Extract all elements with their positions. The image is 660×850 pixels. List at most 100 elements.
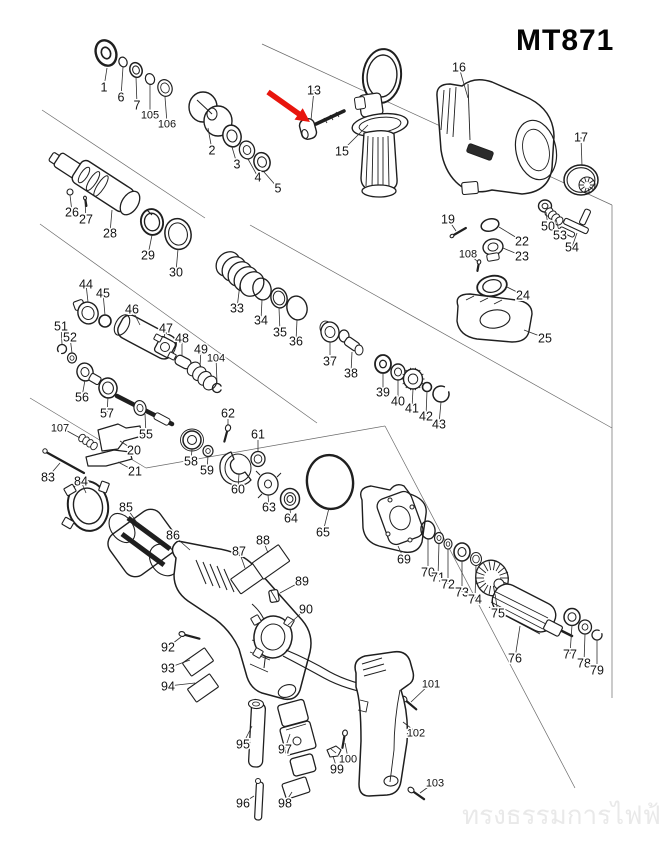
rod [314,109,346,126]
leader-line-34 [260,299,263,321]
part-shape [354,344,364,356]
part-shape [76,362,94,382]
detail-line [465,295,475,301]
part-shape [563,217,589,235]
radial-detail [475,580,485,585]
leader-line-64 [289,508,292,519]
part-shape [279,487,301,511]
leader-line-90 [287,608,307,626]
part-shape [379,359,387,369]
part-label-37: 37 [323,355,337,369]
detail-line [216,565,228,591]
part-label-74: 74 [468,593,482,607]
part-label-51: 51 [54,320,68,334]
leader-line-54 [571,232,578,248]
radial-detail [495,563,501,572]
part-shape [77,166,91,184]
part-shape [543,619,563,637]
detail-line [365,135,369,187]
part-label-46: 46 [125,303,139,317]
part-shape [107,508,179,578]
leader-line-41 [411,388,414,409]
part-shape [292,736,302,746]
leader-line-87 [238,550,246,569]
leader-line-57 [106,396,109,414]
detail-line [223,568,235,593]
part-shape [255,778,261,784]
detail-line [490,601,544,630]
part-label-29: 29 [141,249,155,263]
leader-line-88 [262,539,269,554]
rod [560,629,574,638]
part-shape [389,505,411,531]
part-label-59: 59 [200,464,214,478]
leader-line-59 [206,455,209,471]
leader-line-77 [569,624,573,655]
part-label-89: 89 [295,575,309,589]
part-label-30: 30 [169,266,183,280]
leader-line-15 [341,124,369,152]
part-shape [247,698,265,710]
part-shape [457,546,467,558]
part-shape [224,453,252,483]
detail-line [196,99,213,115]
leader-line-84 [80,480,87,494]
part-label-36: 36 [289,335,303,349]
leader-line-5 [263,171,279,189]
detail-line [479,297,489,303]
part-shape [226,129,238,143]
part-label-23: 23 [515,250,529,264]
part-shape [279,720,317,756]
detail-line [387,135,390,188]
part-label-15: 15 [335,145,349,159]
part-label-1: 1 [101,81,108,95]
part-label-106: 106 [158,119,176,131]
leader-line-97 [284,733,291,750]
part-shape [387,497,393,503]
leader-line-93 [167,659,191,669]
leader-line-4 [247,158,259,178]
spring-coil [90,441,98,451]
part-shape [206,107,218,121]
part-label-94: 94 [161,680,175,694]
leader-line-50 [545,211,549,227]
part-shape [160,342,170,352]
detail-line [257,493,263,499]
part-label-50: 50 [541,220,555,234]
leader-line-1 [103,67,108,88]
detail-line [492,596,547,625]
part-shape [102,381,114,395]
radial-detail [587,187,590,193]
leader-line-106 [164,96,168,124]
leader-line-33 [236,283,241,309]
part-shape [81,305,95,321]
detail-line [146,209,153,216]
part-shape [205,448,211,454]
part-shape [157,79,173,97]
rod [44,450,86,475]
part-shape [305,453,355,511]
leader-line-75 [494,593,499,614]
part-label-33: 33 [230,302,244,316]
leader-line-63 [267,494,270,508]
part-label-77: 77 [563,648,577,662]
part-shape [250,450,266,468]
part-shape [479,309,511,329]
part-label-48: 48 [175,332,189,346]
leader-line-23 [502,247,523,257]
leader-line-7 [135,76,138,106]
detail-line [467,83,471,141]
part-shape [286,295,308,321]
part-shape [252,701,260,707]
leader-line-71 [437,542,440,578]
leader-line-13 [310,89,315,121]
part-shape [252,544,290,580]
part-label-34: 34 [254,314,268,328]
part-label-73: 73 [455,586,469,600]
radial-detail [497,566,506,574]
part-shape [118,56,128,68]
part-shape [579,208,591,226]
retaining-ring [432,385,450,403]
part-shape [421,381,433,393]
